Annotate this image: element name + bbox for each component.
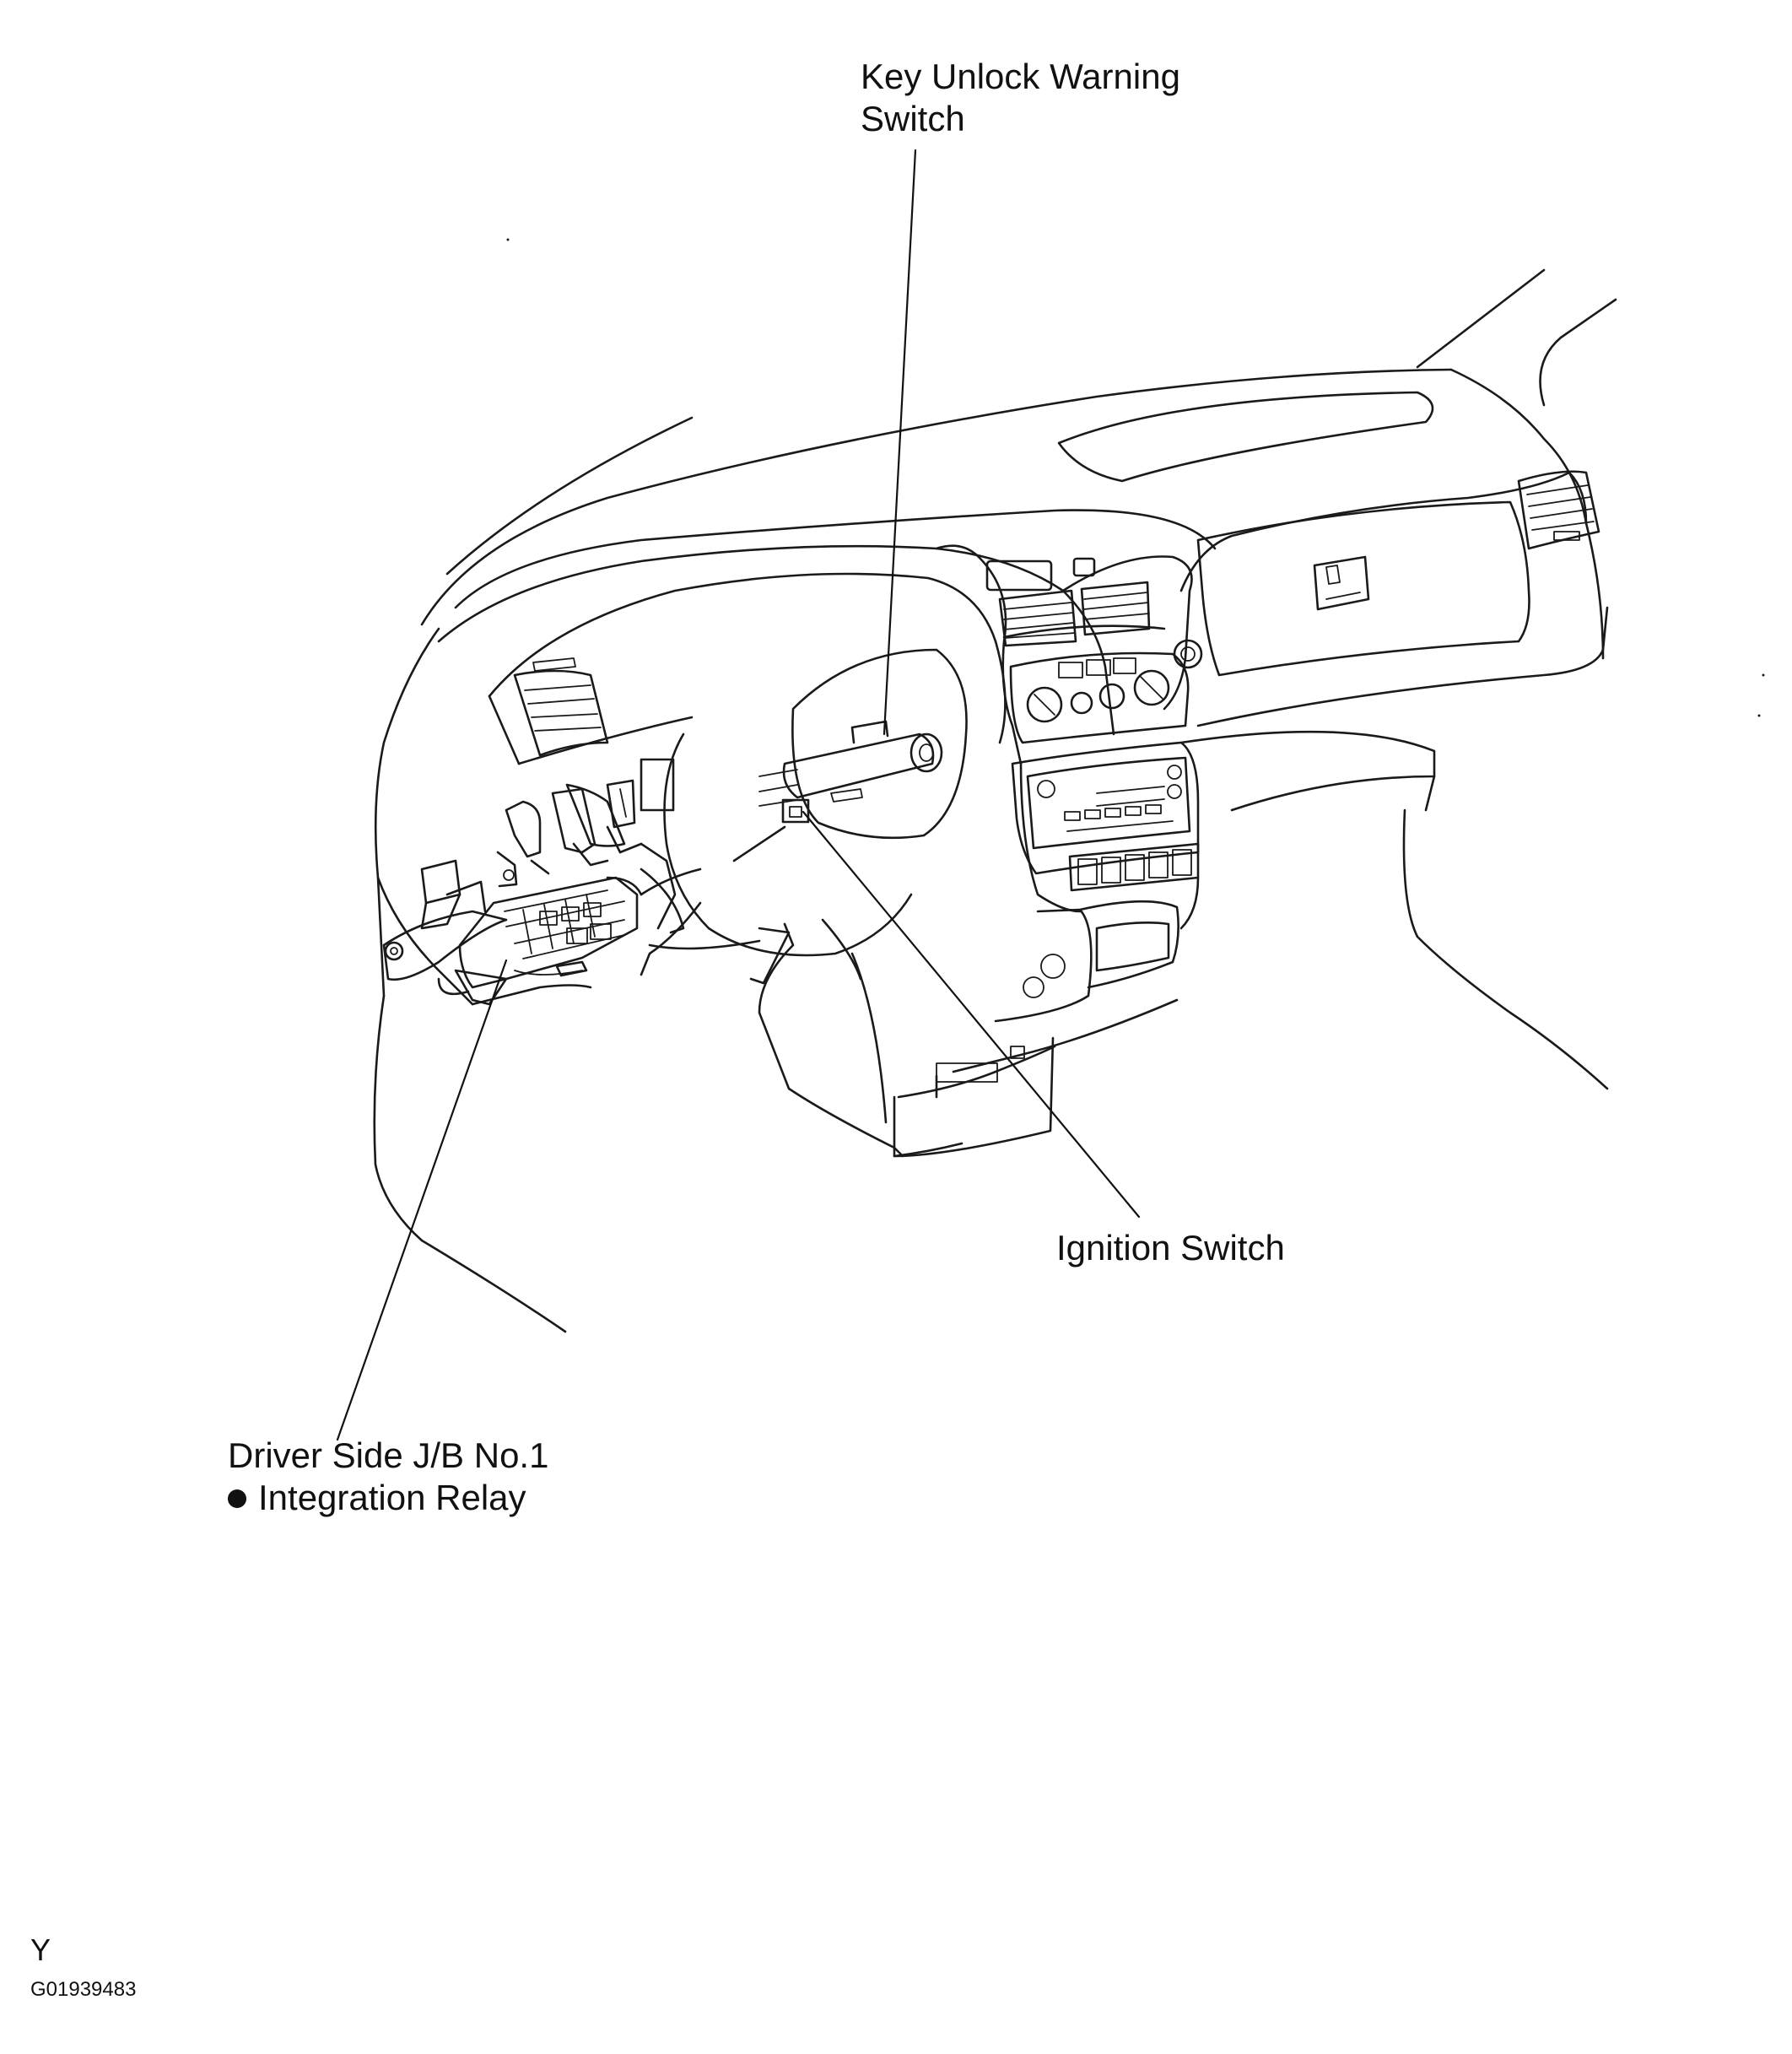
left-switch-panel: [565, 758, 675, 847]
callout-ignition-switch-text: Ignition Switch: [1056, 1228, 1285, 1268]
figure-code: G01939483: [30, 1978, 137, 2001]
leader-ignition-switch: [802, 810, 1141, 1219]
passenger-door-edge: [1402, 522, 1609, 1090]
corner-letter: Y: [30, 1932, 51, 1967]
bullet-icon: [228, 1489, 246, 1508]
dashboard-top-outline: [420, 268, 1617, 626]
lower-dash-edge: [471, 868, 702, 1006]
key-cylinder: [758, 720, 943, 824]
scan-speck: [506, 238, 510, 241]
scan-speck: [1757, 714, 1761, 717]
junction-block-bracket: [382, 910, 508, 981]
defroster-panel: [1057, 391, 1434, 483]
leader-driver-side-jb: [336, 959, 508, 1441]
callout-ignition-switch: Ignition Switch: [1056, 1227, 1285, 1269]
glove-box: [1196, 500, 1530, 677]
callout-jb-line2-row: Integration Relay: [228, 1477, 548, 1519]
scan-speck: [1762, 673, 1765, 677]
callout-key-unlock-line2: Switch: [861, 99, 965, 138]
switch-bank: [1068, 842, 1200, 892]
glove-box-latch: [1313, 555, 1370, 611]
lower-center-tunnel: [758, 922, 1055, 1158]
callout-key-unlock-warning-switch: Key Unlock Warning Switch: [861, 56, 1180, 140]
instrument-cluster-hood: [437, 544, 1115, 765]
climate-control-panel: [1009, 639, 1203, 744]
pedal-brackets: [496, 779, 677, 930]
callout-jb-line2: Integration Relay: [258, 1478, 526, 1517]
callout-driver-side-jb: Driver Side J/B No.1 Integration Relay: [228, 1435, 548, 1519]
left-air-vent: [513, 657, 609, 757]
callout-jb-line1: Driver Side J/B No.1: [228, 1435, 549, 1475]
leader-key-unlock-warning-switch: [883, 149, 917, 736]
center-stack-upper: [935, 544, 1193, 765]
steering-wheel: [640, 732, 913, 957]
left-side-panel: [373, 627, 567, 1333]
center-console: [897, 762, 1200, 1099]
right-air-vent: [1517, 470, 1600, 550]
audio-unit: [1011, 741, 1200, 875]
junction-block: [420, 859, 639, 1006]
center-air-vents: [998, 581, 1151, 647]
callout-key-unlock-line1: Key Unlock Warning: [861, 57, 1180, 96]
steering-column-cover: [791, 648, 968, 840]
passenger-dash: [1179, 471, 1609, 812]
